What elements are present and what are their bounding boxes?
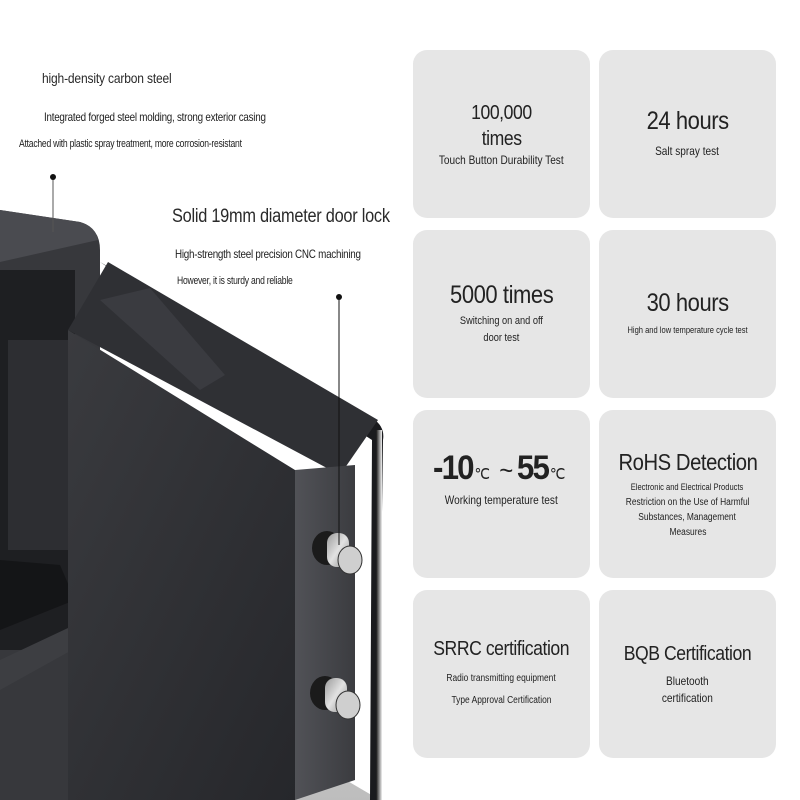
card-subtitle-3: Substances, Management [638, 511, 737, 523]
temp-high: 55 [516, 449, 549, 487]
card-headline: 5000 times [449, 280, 554, 309]
material-title: high-density carbon steel [42, 70, 172, 86]
temp-low: -10 [432, 449, 475, 487]
lock-line-1: High-strength steel precision CNC machin… [175, 247, 361, 261]
material-line-1: Integrated forged steel molding, strong … [44, 110, 266, 124]
lock-bolt-upper [312, 531, 363, 575]
spec-card-touch-button: 100,000 times Touch Button Durability Te… [413, 50, 590, 218]
card-subtitle-4: Measures [669, 526, 706, 538]
card-subtitle: Bluetooth [666, 674, 709, 688]
spec-card-working-temp: -10 ℃ ~ 55 ℃ Working temperature test [413, 410, 590, 578]
card-subtitle: Touch Button Durability Test [439, 152, 564, 167]
card-headline: 100,000 [471, 101, 532, 124]
card-subtitle: High and low temperature cycle test [627, 325, 748, 335]
card-subtitle: Working temperature test [444, 493, 558, 507]
card-subtitle-2: Type Approval Certification [451, 695, 552, 706]
spec-card-door-switching: 5000 times Switching on and off door tes… [413, 230, 590, 398]
card-headline: RoHS Detection [618, 448, 757, 475]
card-subtitle: Salt spray test [655, 144, 720, 158]
lock-line-2: However, it is sturdy and reliable [177, 275, 293, 287]
card-headline: SRRC certification [433, 638, 570, 660]
card-headline: BQB Certification [623, 643, 752, 665]
celsius-unit: ℃ [474, 466, 490, 483]
card-headline: 24 hours [646, 107, 729, 135]
temperature-range: -10 ℃ ~ 55 ℃ [433, 449, 571, 488]
lock-bolt-lower [310, 676, 361, 720]
card-subtitle: Electronic and Electrical Products [631, 481, 744, 492]
card-subtitle-2: Restriction on the Use of Harmful [625, 496, 750, 508]
spec-card-srrc: SRRC certification Radio transmitting eq… [413, 590, 590, 758]
card-subtitle: Switching on and off [459, 314, 544, 327]
spec-card-salt-spray: 24 hours Salt spray test [599, 50, 776, 218]
material-line-2: Attached with plastic spray treatment, m… [19, 138, 242, 150]
card-headline-2: times [481, 127, 522, 150]
card-headline: 30 hours [646, 289, 729, 317]
safe-product-image [0, 174, 384, 800]
lock-title: Solid 19mm diameter door lock [172, 206, 390, 227]
spec-card-temp-cycle: 30 hours High and low temperature cycle … [599, 230, 776, 398]
card-subtitle-2: door test [483, 331, 520, 344]
celsius-unit: ℃ [549, 466, 565, 483]
spec-card-bqb: BQB Certification Bluetooth certificatio… [599, 590, 776, 758]
range-tilde: ~ [498, 455, 513, 485]
spec-card-rohs: RoHS Detection Electronic and Electrical… [599, 410, 776, 578]
card-subtitle-2: certification [661, 691, 713, 705]
card-subtitle: Radio transmitting equipment [446, 673, 557, 684]
